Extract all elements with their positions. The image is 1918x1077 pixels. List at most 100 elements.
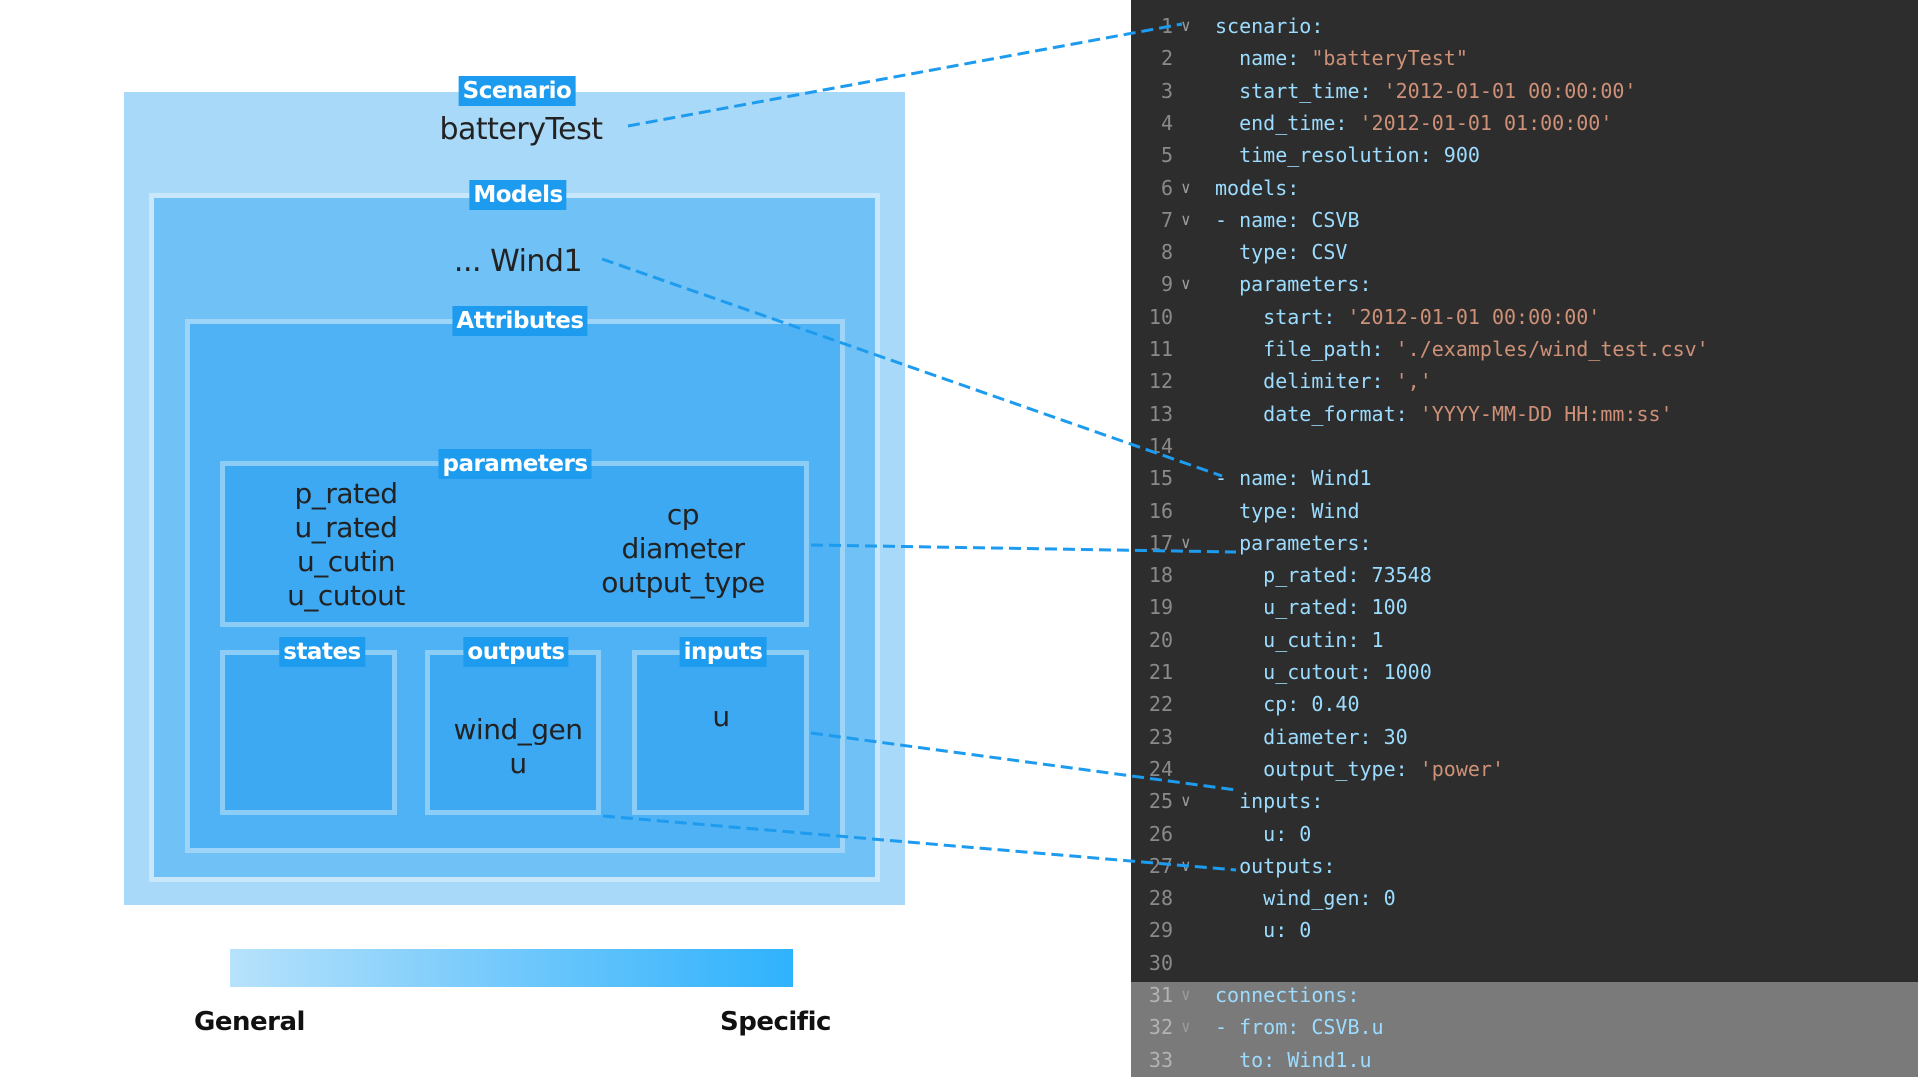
code-line[interactable]: 5 time_resolution: 900 [1131, 139, 1918, 171]
line-number: 24 [1148, 756, 1173, 781]
line-number: 16 [1148, 498, 1173, 523]
line-number: 5 [1160, 143, 1173, 168]
fold-chevron-icon[interactable]: ∨ [1181, 985, 1191, 1004]
code-line[interactable]: 1∨scenario: [1131, 10, 1918, 42]
code-line[interactable]: 12 delimiter: ',' [1131, 365, 1918, 397]
line-number: 2 [1160, 46, 1173, 71]
code-line[interactable]: 27 ∨ outputs: [1131, 850, 1918, 882]
code-text: u: 0 [1215, 821, 1312, 846]
code-line[interactable]: 20 u_cutin: 1 [1131, 624, 1918, 656]
code-line[interactable]: 14 [1131, 430, 1918, 462]
code-line[interactable]: 2 name: "batteryTest" [1131, 42, 1918, 74]
code-line[interactable]: 17∨ parameters: [1131, 527, 1918, 559]
code-line[interactable]: 15 - name: Wind1 [1131, 462, 1918, 494]
line-number: 9 [1160, 272, 1173, 297]
yaml-code-editor[interactable]: 1∨scenario:2 name: "batteryTest"3 start_… [1131, 0, 1918, 1077]
code-line[interactable]: 18 p_rated: 73548 [1131, 559, 1918, 591]
yaml-key: delimiter: [1215, 369, 1396, 394]
general-specific-gradient-bar [230, 949, 793, 987]
yaml-string-value: '2012-01-01 00:00:00' [1383, 78, 1637, 103]
code-line[interactable]: 21 u_cutout: 1000 [1131, 656, 1918, 688]
line-number: 13 [1148, 401, 1173, 426]
line-number: 22 [1148, 692, 1173, 717]
yaml-key: start_time: [1215, 78, 1384, 103]
parameters-right-list: cp diameter output_type [601, 498, 765, 600]
line-number: 15 [1148, 466, 1173, 491]
code-line[interactable]: 22 cp: 0.40 [1131, 688, 1918, 720]
parameter-item: output_type [601, 566, 765, 599]
model-name: ... Wind1 [453, 244, 583, 279]
code-line[interactable]: 8 type: CSV [1131, 236, 1918, 268]
line-number: 11 [1148, 337, 1173, 361]
code-line[interactable]: 13 date_format: 'YYYY-MM-DD HH:mm:ss' [1131, 398, 1918, 430]
line-number: 3 [1160, 78, 1173, 103]
code-text: parameters: [1215, 272, 1372, 297]
yaml-string-value: ',' [1395, 369, 1432, 394]
code-line[interactable]: 31∨connections: [1131, 979, 1918, 1011]
code-line[interactable]: 3 start_time: '2012-01-01 00:00:00' [1131, 75, 1918, 107]
code-text: date_format: 'YYYY-MM-DD HH:mm:ss' [1215, 398, 1673, 430]
code-line[interactable]: 26 u: 0 [1131, 818, 1918, 850]
yaml-string-value: 'power' [1419, 756, 1504, 781]
code-line[interactable]: 19 u_rated: 100 [1131, 591, 1918, 623]
yaml-key: end_time: [1215, 110, 1360, 135]
code-text: u: 0 [1215, 918, 1312, 943]
code-text: u_cutin: 1 [1215, 627, 1384, 652]
line-number: 19 [1148, 595, 1173, 620]
parameter-item: u_rated [294, 511, 398, 544]
code-text: start: '2012-01-01 00:00:00' [1215, 301, 1600, 333]
code-text: type: Wind [1215, 498, 1360, 523]
code-line[interactable]: 33 to: Wind1.u [1131, 1044, 1918, 1076]
line-number: 18 [1148, 563, 1173, 588]
fold-chevron-icon[interactable]: ∨ [1181, 16, 1191, 35]
code-line[interactable]: 28 wind_gen: 0 [1131, 882, 1918, 914]
code-line[interactable]: 4 end_time: '2012-01-01 01:00:00' [1131, 107, 1918, 139]
code-line[interactable]: 29 u: 0 [1131, 914, 1918, 946]
fold-chevron-icon[interactable]: ∨ [1181, 274, 1191, 294]
fold-chevron-icon[interactable]: ∨ [1181, 177, 1191, 197]
line-number: 10 [1148, 304, 1173, 329]
fold-chevron-icon[interactable]: ∨ [1181, 209, 1191, 229]
states-box [220, 650, 397, 815]
code-line[interactable]: 10 start: '2012-01-01 00:00:00' [1131, 301, 1918, 333]
code-line[interactable]: 16 type: Wind [1131, 495, 1918, 527]
code-line[interactable]: 6∨models: [1131, 172, 1918, 204]
inputs-list: u [712, 700, 730, 734]
parameter-item: u_cutout [287, 579, 405, 612]
code-text: type: CSV [1215, 240, 1348, 265]
line-number: 27 [1148, 853, 1173, 878]
code-line[interactable]: 23 diameter: 30 [1131, 721, 1918, 753]
parameter-item: p_rated [294, 477, 398, 510]
code-line[interactable]: 24 output_type: 'power' [1131, 753, 1918, 785]
code-text: - from: CSVB.u [1215, 1015, 1384, 1040]
yaml-string-value: '2012-01-01 00:00:00' [1347, 304, 1601, 329]
code-text: time_resolution: 900 [1215, 143, 1480, 168]
yaml-string-value: 'YYYY-MM-DD HH:mm:ss' [1419, 401, 1673, 426]
fold-chevron-icon[interactable]: ∨ [1181, 791, 1191, 811]
code-line[interactable]: 7∨- name: CSVB [1131, 204, 1918, 236]
code-line[interactable]: 30 [1131, 947, 1918, 979]
fold-chevron-icon[interactable]: ∨ [1181, 1017, 1191, 1037]
code-line[interactable]: 11 file_path: './examples/wind_test.csv' [1131, 333, 1918, 365]
fold-chevron-icon[interactable]: ∨ [1181, 532, 1191, 552]
line-number: 8 [1160, 240, 1173, 265]
code-text: p_rated: 73548 [1215, 563, 1432, 588]
line-number: 6 [1160, 175, 1173, 200]
code-line[interactable]: 25∨ inputs: [1131, 785, 1918, 817]
parameter-item: u_cutin [297, 545, 395, 578]
code-text: parameters: [1215, 530, 1372, 555]
outputs-tag: outputs [463, 637, 569, 667]
line-number: 32 [1148, 1015, 1173, 1040]
line-number: 26 [1148, 821, 1173, 846]
fold-chevron-icon[interactable]: ∨ [1181, 855, 1191, 875]
code-text: output_type: 'power' [1215, 753, 1504, 785]
code-text: scenario: [1215, 14, 1324, 38]
states-tag: states [279, 637, 365, 667]
code-line[interactable]: 9 ∨ parameters: [1131, 268, 1918, 300]
code-line[interactable]: 32 ∨ - from: CSVB.u [1131, 1011, 1918, 1043]
code-text: - name: Wind1 [1215, 466, 1372, 491]
line-number: 25 [1148, 789, 1173, 814]
line-number: 23 [1148, 724, 1173, 749]
code-text: outputs: [1215, 853, 1336, 878]
line-number: 12 [1148, 369, 1173, 394]
